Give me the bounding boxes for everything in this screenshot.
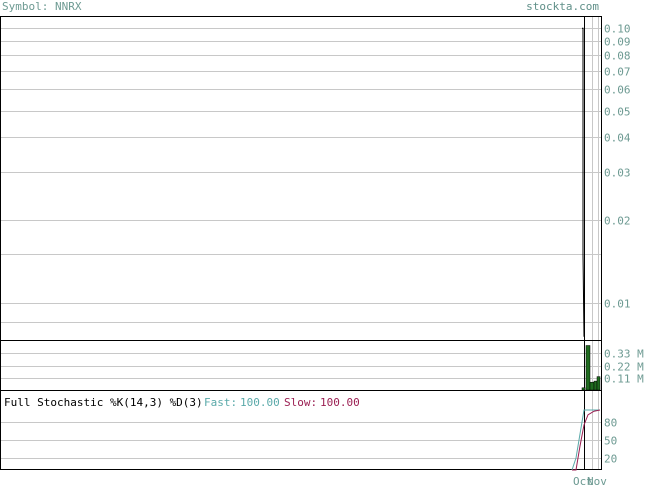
slow-value: 100.00: [320, 396, 360, 409]
volume-tick-label: 0.11 M: [604, 373, 644, 386]
fast-line: [571, 409, 600, 471]
volume-gridlines: [1, 353, 601, 379]
site-label[interactable]: stockta.com: [526, 0, 599, 13]
price-panel-frame: [0, 16, 602, 341]
price-tick-label: 0.10: [604, 23, 631, 36]
price-tick-label: 0.02: [604, 215, 631, 228]
volume-tick-label: 0.22 M: [604, 361, 644, 374]
volume-tick-label: 0.33 M: [604, 348, 644, 361]
stochastic-tick-label: 80: [604, 417, 617, 430]
price-axis: 0.100.090.08 0.07 0.06 0.05 0.04 0.03 0.02 0.01: [604, 23, 631, 311]
stochastic-tick-label: 20: [604, 453, 617, 466]
volume-bar: [596, 376, 601, 391]
volume-bars: [581, 345, 601, 391]
volume-bar: [585, 345, 591, 391]
volume-bar: [593, 380, 598, 391]
slow-line: [572, 409, 601, 471]
date-tick-label: Oct: [573, 475, 593, 486]
price-tick-label: 0.06: [604, 84, 631, 97]
price-series: [582, 27, 585, 337]
volume-axis: 0.33 M0.22 M0.11 M: [604, 348, 644, 386]
stochastic-gridlines: [1, 422, 601, 459]
symbol-label: Symbol: NNRX: [2, 0, 82, 13]
volume-bar: [581, 387, 586, 391]
price-tick-label: 0.09: [604, 36, 631, 49]
price-tick-label: 0.03: [604, 167, 631, 180]
price-tick-label: 0.08: [604, 50, 631, 63]
price-line: [582, 27, 585, 337]
volume-panel-frame: [0, 340, 602, 391]
stochastic-series: [571, 409, 601, 471]
stochastic-panel-frame: [0, 390, 602, 470]
price-tick-label: 0.04: [604, 132, 631, 145]
stochastic-title: Full Stochastic %K(14,3) %D(3): [4, 396, 203, 409]
price-tick-label: 0.01: [604, 298, 631, 311]
stochastic-tick-label: 50: [604, 435, 617, 448]
stochastic-axis: 80 50 20: [604, 417, 617, 466]
volume-bar: [589, 381, 595, 391]
fast-value: 100.00: [240, 396, 280, 409]
slow-label: Slow:: [284, 396, 317, 409]
date-tick-label: Nov: [587, 475, 607, 486]
price-gridlines: [1, 17, 601, 470]
price-tick-label: 0.05: [604, 106, 631, 119]
fast-label: Fast:: [204, 396, 237, 409]
price-tick-label: 0.07: [604, 66, 631, 79]
